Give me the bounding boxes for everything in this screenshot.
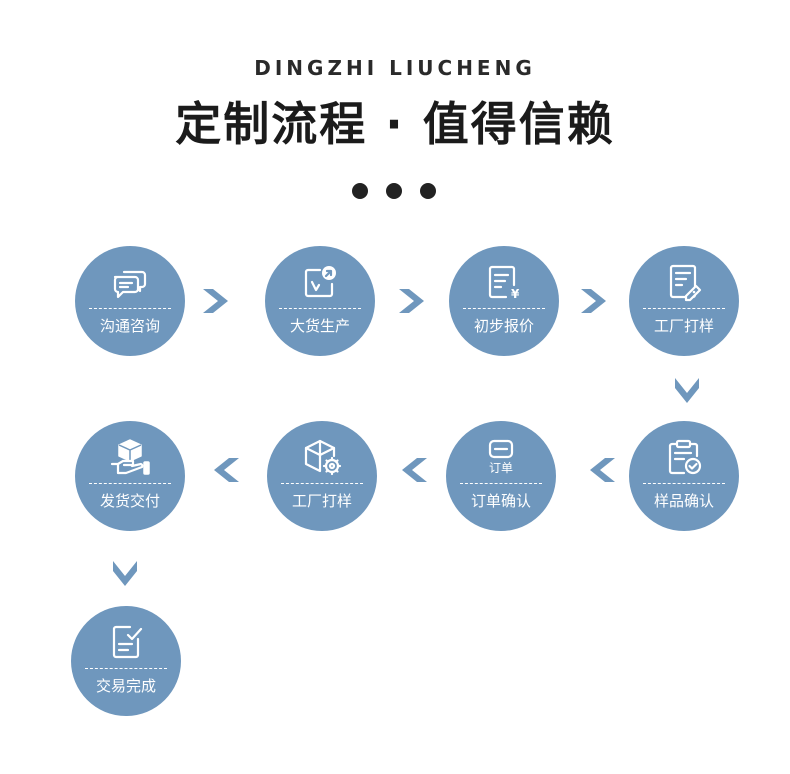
svg-text:¥: ¥ — [511, 287, 520, 301]
divider — [85, 668, 167, 669]
step-quotation: ¥ 初步报价 — [449, 246, 559, 356]
divider — [643, 308, 725, 309]
divider — [89, 483, 171, 484]
dot — [386, 183, 402, 199]
step-label: 大货生产 — [289, 317, 350, 335]
step-label: 交易完成 — [95, 677, 156, 695]
box-gear-icon — [302, 437, 342, 477]
step-label: 工厂打样 — [291, 492, 352, 510]
arrow-left-icon — [586, 454, 618, 486]
step-mass-production: 大货生产 — [265, 246, 375, 356]
step-communication: 沟通咨询 — [75, 246, 185, 356]
step-delivery: 发货交付 — [75, 421, 185, 531]
step-label: 发货交付 — [99, 492, 160, 510]
step-factory-sample-2: 工厂打样 — [267, 421, 377, 531]
step-label: 沟通咨询 — [99, 317, 160, 335]
sample-document-icon — [664, 262, 704, 302]
step-order-confirm: 订单 订单确认 — [446, 421, 556, 531]
step-transaction-complete: 交易完成 — [71, 606, 181, 716]
clipboard-check-icon — [664, 437, 704, 477]
chat-bubbles-icon — [110, 262, 150, 302]
order-icon-text: 订单 — [489, 461, 513, 475]
arrow-right-icon — [396, 285, 428, 317]
dot — [420, 183, 436, 199]
checklist-icon — [106, 622, 146, 662]
page-title: 定制流程 · 值得信赖 — [175, 97, 615, 151]
divider — [460, 483, 542, 484]
header-subtitle: DINGZHI LIUCHENG — [254, 56, 536, 80]
divider — [89, 308, 171, 309]
quote-document-icon: ¥ — [484, 262, 524, 302]
divider — [463, 308, 545, 309]
arrow-left-icon — [210, 454, 242, 486]
step-label: 样品确认 — [653, 492, 714, 510]
step-label: 初步报价 — [473, 317, 534, 335]
arrow-down-icon — [671, 375, 703, 407]
production-icon — [300, 262, 340, 302]
divider — [279, 308, 361, 309]
order-icon: 订单 — [481, 437, 521, 477]
arrow-down-icon — [109, 558, 141, 590]
divider — [643, 483, 725, 484]
step-label: 工厂打样 — [653, 317, 714, 335]
step-factory-sample: 工厂打样 — [629, 246, 739, 356]
hand-box-icon — [110, 437, 150, 477]
step-sample-confirm: 样品确认 — [629, 421, 739, 531]
divider — [281, 483, 363, 484]
step-label: 订单确认 — [470, 492, 531, 510]
arrow-right-icon — [578, 285, 610, 317]
decorative-dots — [352, 183, 436, 199]
arrow-right-icon — [200, 285, 232, 317]
arrow-left-icon — [398, 454, 430, 486]
dot — [352, 183, 368, 199]
